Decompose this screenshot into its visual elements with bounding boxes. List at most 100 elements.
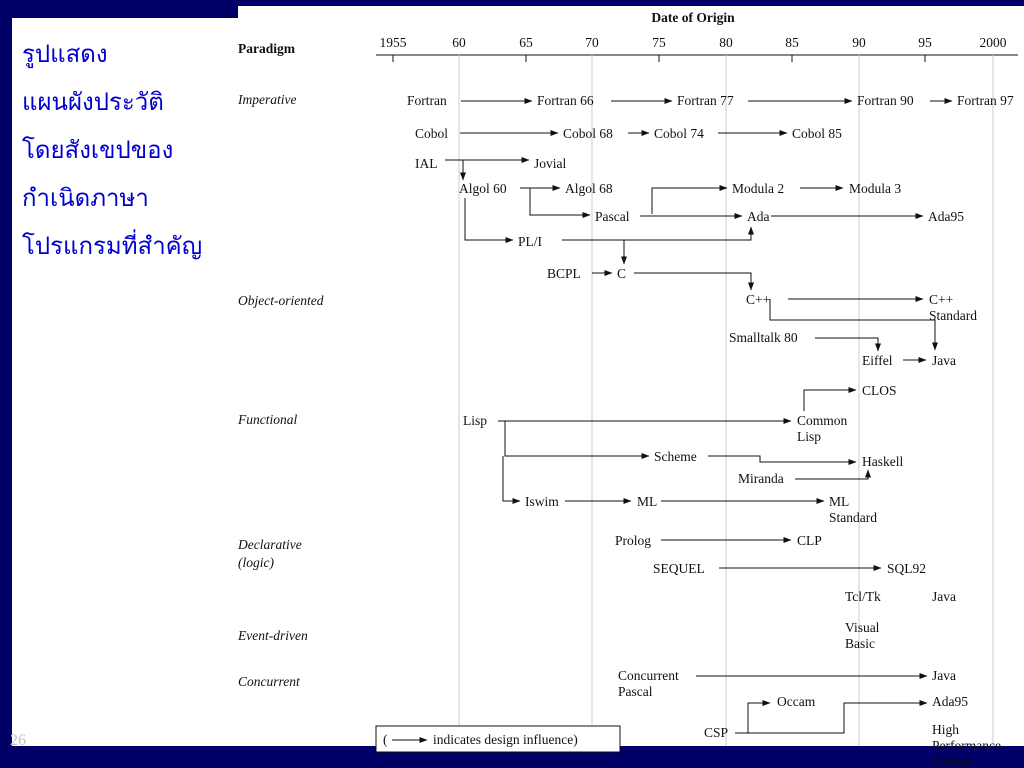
language-label: CLOS — [862, 383, 897, 398]
influence-arrow — [445, 159, 466, 181]
language-label: Miranda — [738, 471, 784, 486]
language-labels: Fortran Fortran 66 Fortran 77 Fortran 90… — [407, 93, 1014, 768]
influence-arrow — [803, 387, 857, 411]
year-tick-label: 95 — [918, 35, 932, 50]
language-label: Scheme — [654, 449, 697, 464]
year-tick-label: 60 — [452, 35, 466, 50]
language-label: Java — [932, 589, 956, 604]
influence-arrows — [445, 98, 953, 734]
language-label: Tcl/Tk — [845, 589, 881, 604]
year-tick-label: 65 — [519, 35, 533, 50]
language-label: Algol 68 — [565, 181, 613, 196]
influence-arrow — [502, 456, 521, 504]
influence-arrow — [464, 198, 514, 243]
paradigm-header: Paradigm — [238, 41, 296, 56]
language-label: Fortran 90 — [857, 93, 914, 108]
language-label: Pascal — [618, 684, 653, 699]
slide-title: รูปแสดง แผนผังประวัติ โดยสังเขปของ กำเนิ… — [22, 30, 232, 270]
influence-arrow — [735, 700, 928, 734]
title-line: แผนผังประวัติ — [22, 88, 164, 116]
paradigm-label: Imperative — [237, 92, 296, 107]
year-tick-label: 80 — [719, 35, 733, 50]
title-line: รูปแสดง — [22, 40, 108, 68]
language-label: ML — [637, 494, 657, 509]
language-label: Eiffel — [862, 353, 893, 368]
language-label: Modula 3 — [849, 181, 901, 196]
year-tick-label: 85 — [785, 35, 799, 50]
paradigm-label: Concurrent — [238, 674, 301, 689]
language-label: Standard — [829, 510, 877, 525]
language-label: Prolog — [615, 533, 651, 548]
language-label: Ada — [747, 209, 770, 224]
influence-arrow — [815, 337, 881, 352]
influence-arrow — [769, 299, 938, 351]
language-label: Fortran 66 — [537, 93, 594, 108]
date-of-origin-header: Date of Origin — [651, 10, 735, 25]
language-label: Smalltalk 80 — [729, 330, 798, 345]
language-label: Fortran — [407, 93, 447, 108]
year-tick-label: 2000 — [980, 35, 1007, 50]
language-label: Modula 2 — [732, 181, 784, 196]
year-tick-label: 90 — [852, 35, 866, 50]
influence-arrow — [708, 455, 857, 465]
language-label: Java — [932, 353, 956, 368]
language-label: CSP — [704, 725, 728, 740]
language-label: Iswim — [525, 494, 559, 509]
language-label: Basic — [845, 636, 875, 651]
language-label: C — [617, 266, 626, 281]
influence-arrow — [562, 226, 754, 241]
influence-arrow — [795, 469, 871, 480]
influence-arrow — [529, 188, 591, 218]
legend-text: indicates design influence) — [433, 732, 578, 747]
language-label: Cobol — [415, 126, 448, 141]
language-label: Standard — [929, 308, 977, 323]
legend: ( indicates design influence) — [375, 725, 621, 753]
page-number: 26 — [10, 732, 26, 749]
language-label: Cobol 85 — [792, 126, 842, 141]
paradigm-label: Object-oriented — [238, 293, 324, 308]
year-tick-label: 1955 — [380, 35, 407, 50]
title-line: โดยสังเขปของ — [22, 136, 174, 164]
language-label: High — [932, 722, 959, 737]
language-label: SQL92 — [887, 561, 926, 576]
language-label: BCPL — [547, 266, 581, 281]
language-label: C++ — [746, 292, 770, 307]
language-label: Lisp — [797, 429, 821, 444]
year-tick-label: 70 — [585, 35, 599, 50]
language-label: Fortran 97 — [957, 93, 1014, 108]
influence-arrow — [651, 185, 728, 214]
influence-arrow — [634, 272, 754, 291]
language-label: Ada95 — [932, 694, 968, 709]
language-label: Lisp — [463, 413, 487, 428]
language-label: PL/I — [518, 234, 543, 249]
language-label: SEQUEL — [653, 561, 705, 576]
language-label: Ada95 — [928, 209, 964, 224]
title-line: โปรแกรมที่สำคัญ — [22, 232, 203, 260]
side-card — [12, 18, 238, 746]
language-label: CLP — [797, 533, 822, 548]
year-axis: 1955 60 65 70 75 80 85 90 95 2000 — [376, 35, 1018, 56]
paradigm-label: (logic) — [238, 555, 274, 570]
language-label: Jovial — [534, 156, 566, 171]
language-label: Performance — [932, 738, 1001, 753]
year-tick-label: 75 — [652, 35, 666, 50]
year-gridlines — [392, 55, 994, 746]
influence-arrow — [735, 700, 771, 734]
language-label: Occam — [777, 694, 816, 709]
language-label: Pascal — [595, 209, 630, 224]
language-label: Visual — [845, 620, 880, 635]
paradigm-labels: Imperative Object-oriented Functional De… — [237, 92, 324, 689]
legend-box — [375, 725, 621, 753]
language-label: Common — [797, 413, 848, 428]
language-label: Concurrent — [618, 668, 679, 683]
language-label: Cobol 68 — [563, 126, 613, 141]
language-label: Fortran 77 — [677, 93, 734, 108]
language-label: Java — [932, 668, 956, 683]
influence-arrow — [504, 421, 650, 459]
paradigm-label: Event-driven — [237, 628, 308, 643]
language-label: Algol 60 — [459, 181, 507, 196]
paradigm-label: Functional — [237, 412, 297, 427]
language-label: Fortran — [932, 754, 972, 768]
language-label: IAL — [415, 156, 438, 171]
